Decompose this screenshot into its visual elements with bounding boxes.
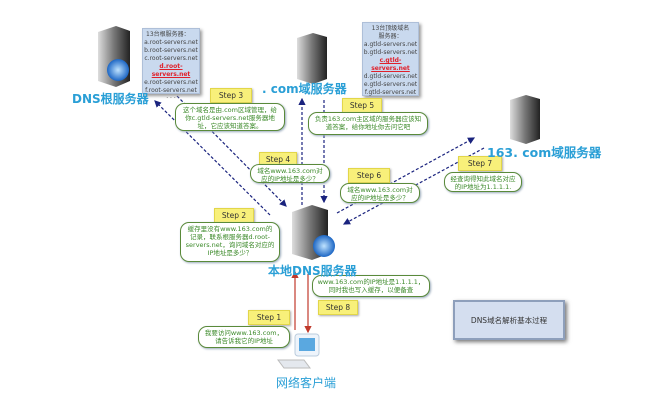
step1-bubble: 我要访问www.163.com，请告诉我它的IP地址 [198,326,290,348]
step1-tag: Step 1 [248,310,290,325]
local-server-icon [292,205,335,260]
step2-bubble: 缓存里没有www.163.com的记录，联系根服务器d.root-servers… [180,222,280,262]
list-item: f.root-servers.net [145,87,197,94]
step5-tag: Step 5 [342,98,382,113]
com-server-icon [297,33,327,84]
step6-tag: Step 6 [348,168,390,183]
step7-bubble: 经查询得知此域名对应的IP地址为1.1.1.1. [444,172,522,192]
globe-icon [107,59,129,81]
list-item: a.root-servers.net [144,39,198,46]
list-item: b.gtld-servers.net [363,49,418,56]
root-server-label: DNS根服务器 [72,92,149,106]
gtld-server-list: 13台顶级域名服务器： a.gtld-servers.net b.gtld-se… [362,22,419,96]
list-item: d.gtld-servers.net [363,73,418,80]
step3-bubble: 这个域名是由.com区域管理，给你c.gtld-servers.net服务器地址… [175,103,285,131]
root-server-list: 13台根服务器： a.root-servers.net b.root-serve… [142,28,200,102]
step7-tag: Step 7 [458,156,502,171]
s163-server-label: 163. com域服务器 [487,145,602,160]
step8-tag: Step 8 [318,300,358,315]
list-title: 13台顶级域名服务器： [371,25,410,40]
list-item: e.gtld-servers.net [363,81,418,88]
list-item: · · · [166,95,176,102]
com-server-label: . com域服务器 [262,82,347,96]
local-server-label: 本地DNS服务器 [268,264,357,278]
legend-box: DNS域名解析基本过程 [453,300,565,340]
step4-bubble: 域名www.163.com对应的IP地址是多少？ [250,164,330,183]
list-item-highlighted: c.gtld-servers.net [371,57,410,72]
step6-bubble: 域名www.163.com对应的IP地址是多少？ [340,183,420,203]
root-server-icon [98,26,130,87]
list-item: a.gtld-servers.net [363,41,418,48]
globe-icon [313,235,335,257]
client-label: 网络客户端 [276,376,337,390]
step2-tag: Step 2 [214,208,254,223]
step3-tag: Step 3 [210,88,252,103]
list-item-highlighted: d.root-servers.net [151,63,191,78]
list-item: c.root-servers.net [144,55,198,62]
step8-bubble: www.163.com的IP地址是1.1.1.1，同时我也写入缓存，以便备查 [312,275,430,297]
list-item: e.root-servers.net [144,79,198,86]
step5-bubble: 负责163.com主区域的服务器应该知道答案，给你地址你去问它吧 [308,112,428,135]
list-title: 13台根服务器： [146,31,190,38]
s163-server-icon [510,95,540,144]
arrow-step2 [154,100,271,216]
list-item: b.root-servers.net [144,47,198,54]
client-computer-icon [277,333,320,369]
list-item: f.gtld-servers.net [364,89,417,96]
